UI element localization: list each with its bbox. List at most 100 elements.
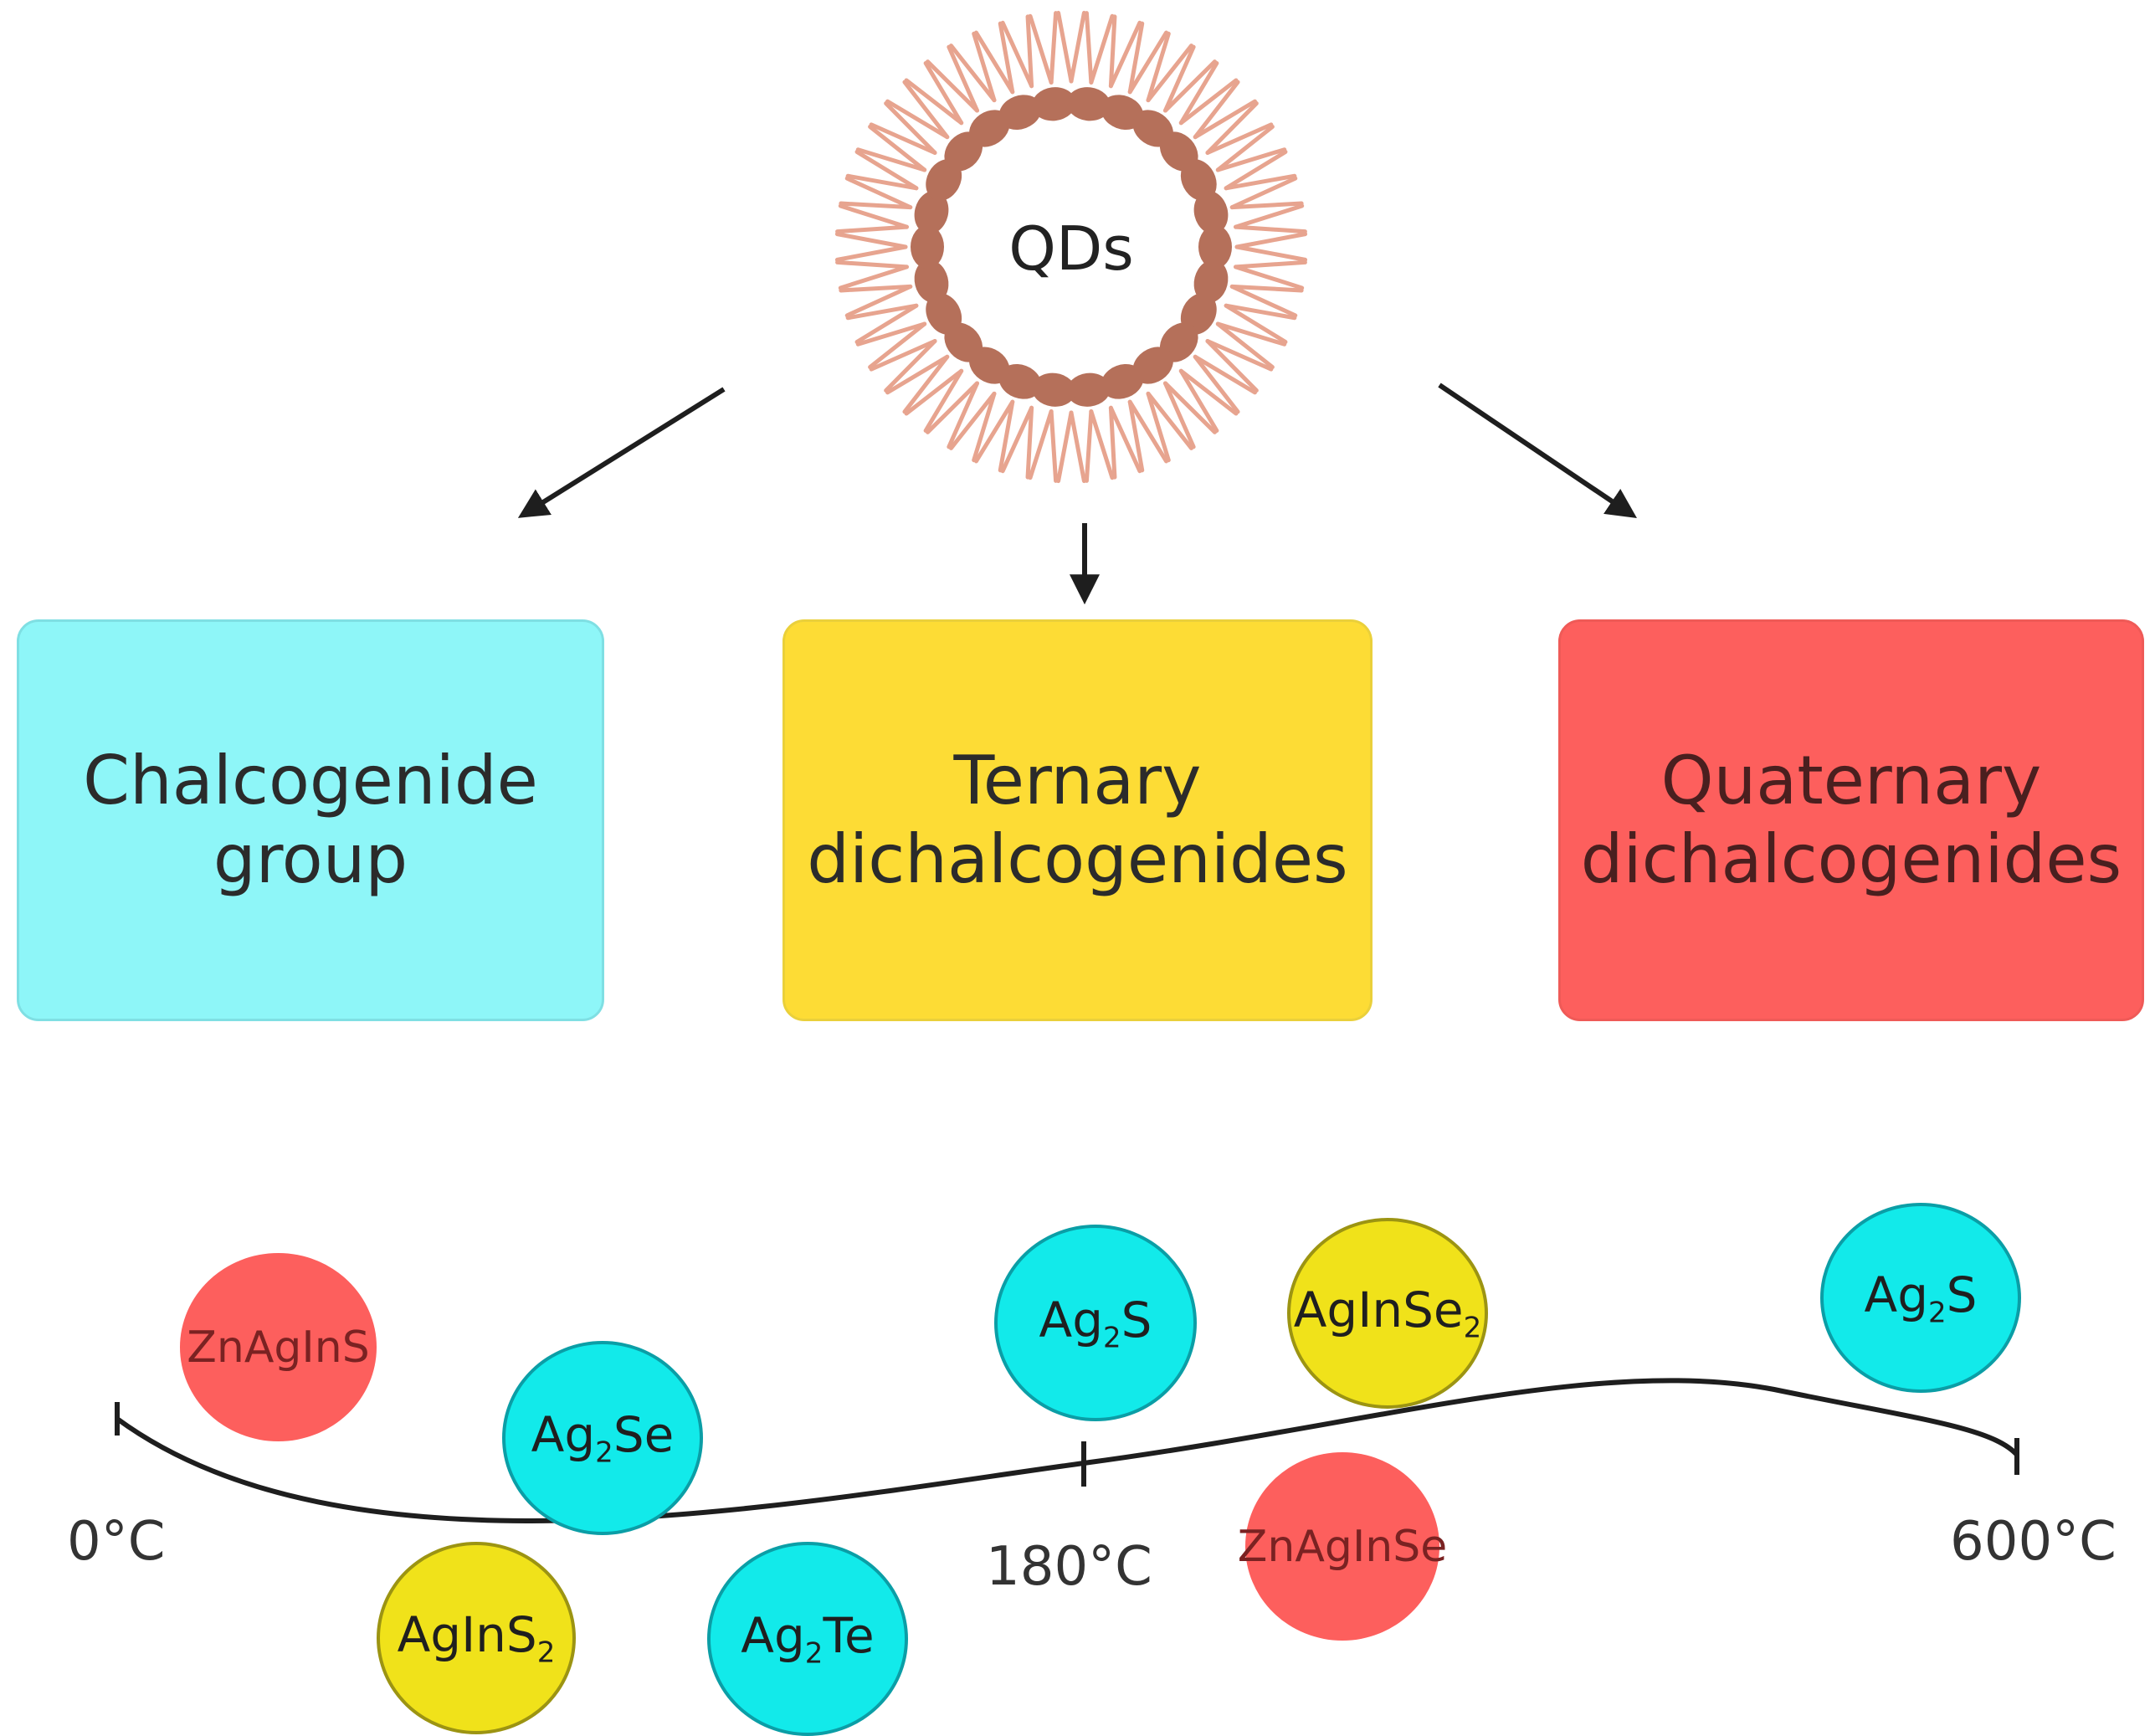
ligand-tail <box>948 44 997 103</box>
ligand-tail <box>855 147 927 172</box>
ligand-tail <box>1234 232 1308 249</box>
particle-znaginS: ZnAgInS <box>180 1253 377 1441</box>
particle-aginse2: AgInSe2 <box>1287 1218 1488 1409</box>
ligand-head <box>1066 87 1111 121</box>
ligand-tail <box>1224 303 1297 321</box>
ligand-tail <box>839 201 913 210</box>
ligand-head <box>914 191 949 234</box>
ligand-tail <box>1108 20 1142 89</box>
temp-label-600: 600°C <box>1950 1511 2117 1573</box>
ligand-tail <box>1162 44 1196 113</box>
ligand-tail <box>1084 11 1094 85</box>
ligand-tail <box>1146 31 1171 103</box>
ligand-tail <box>1089 409 1115 480</box>
ligand-tail <box>1162 381 1217 434</box>
ligand-tail <box>1229 284 1304 293</box>
ligand-tail <box>838 265 909 290</box>
ligand-tail <box>1069 410 1086 484</box>
ligand-head <box>1193 191 1229 234</box>
ligand-tail <box>1234 265 1305 290</box>
ligand-tail <box>1229 176 1298 210</box>
ligand-tail <box>1178 368 1219 433</box>
ligand-head <box>998 95 1042 131</box>
ligand-tail <box>854 149 919 191</box>
ligand-tail <box>1224 303 1288 345</box>
ligand-tail <box>868 321 927 370</box>
temp-label-0: 0°C <box>67 1511 166 1573</box>
ligand-tail <box>1127 399 1145 473</box>
ligand-head <box>1066 372 1111 407</box>
particle-ag2se: Ag2Se <box>502 1341 703 1535</box>
box-line-1: Chalcogenide <box>83 741 538 819</box>
ligand-tail <box>1205 122 1274 156</box>
ligand-tail <box>1215 147 1287 172</box>
ligand-tail <box>855 321 927 347</box>
particle-label: Ag2S <box>1039 1291 1152 1355</box>
ligand-tail <box>904 368 964 416</box>
temperature-timeline-curve <box>115 1378 2019 1523</box>
ligand-tail <box>972 391 997 463</box>
ligand-tail <box>1084 409 1094 483</box>
particle-ag2s-low: Ag2S <box>994 1225 1197 1421</box>
ligand-tail <box>885 354 950 395</box>
ligand-tail <box>947 381 980 449</box>
ligand-head <box>1198 225 1232 269</box>
ligand-tail <box>884 101 937 156</box>
particle-label: Ag2Te <box>741 1607 875 1671</box>
particle-label: Ag2Se <box>531 1406 675 1470</box>
ligand-head <box>911 225 944 269</box>
ligand-tail <box>1000 20 1034 89</box>
ligand-tail <box>948 391 997 450</box>
ligand-tail <box>902 354 950 414</box>
ligand-tail <box>1193 354 1257 395</box>
ligand-tail <box>1146 391 1171 463</box>
ligand-tail <box>1025 405 1034 480</box>
ligand-tail <box>973 30 1015 95</box>
ligand-tail <box>1028 409 1054 480</box>
ligand-tail <box>1215 321 1275 370</box>
ligand-tail <box>1229 284 1298 318</box>
particle-label: Ag2S <box>1864 1266 1978 1330</box>
ligand-tail <box>1089 13 1115 85</box>
ligand-tail <box>1178 78 1239 126</box>
ligand-tail <box>1127 21 1145 95</box>
ligand-tail <box>1108 14 1117 89</box>
ligand-tail <box>998 21 1015 95</box>
ligand-tail <box>839 284 913 293</box>
ligand-tail <box>845 303 919 321</box>
chalcogenide-group-box: Chalcogenide group <box>17 619 604 1021</box>
ligand-head <box>1101 363 1144 399</box>
quaternary-dichalcogenides-box: Quaternary dichalcogenides <box>1558 619 2144 1021</box>
ligand-tail <box>869 338 937 372</box>
box-line-2: dichalcogenides <box>1580 820 2122 898</box>
ligand-tail <box>1224 173 1297 191</box>
ligand-tail <box>1229 201 1304 210</box>
ligand-tail <box>1224 149 1288 191</box>
ligand-tail <box>844 284 913 318</box>
ligand-head <box>926 293 962 335</box>
ligand-tail <box>973 399 1015 464</box>
ligand-tail <box>838 203 909 229</box>
ligand-head <box>998 363 1042 399</box>
ligand-tail <box>902 80 950 140</box>
temp-label-180: 180°C <box>986 1536 1152 1598</box>
ligand-tail <box>1234 224 1307 234</box>
box-line-1: Ternary <box>953 741 1202 819</box>
ligand-tail <box>1178 368 1239 416</box>
particle-label: ZnAgInSe <box>1237 1521 1448 1572</box>
particle-aginS2: AgInS2 <box>377 1542 576 1734</box>
ligand-tail <box>1146 391 1194 450</box>
particle-znaginse: ZnAgInSe <box>1238 1452 1447 1641</box>
particle-ag2s-high: Ag2S <box>1820 1203 2021 1393</box>
particle-label: AgInS2 <box>397 1606 556 1670</box>
particle-label: ZnAgInS <box>187 1322 370 1373</box>
particle-label: AgInSe2 <box>1293 1281 1482 1345</box>
ligand-tail <box>1108 405 1142 474</box>
ligand-tail <box>1234 259 1307 270</box>
ligand-tail <box>834 232 908 249</box>
ligand-head <box>1180 159 1217 201</box>
ligand-tail <box>885 99 950 140</box>
ligand-tail <box>1127 399 1169 464</box>
